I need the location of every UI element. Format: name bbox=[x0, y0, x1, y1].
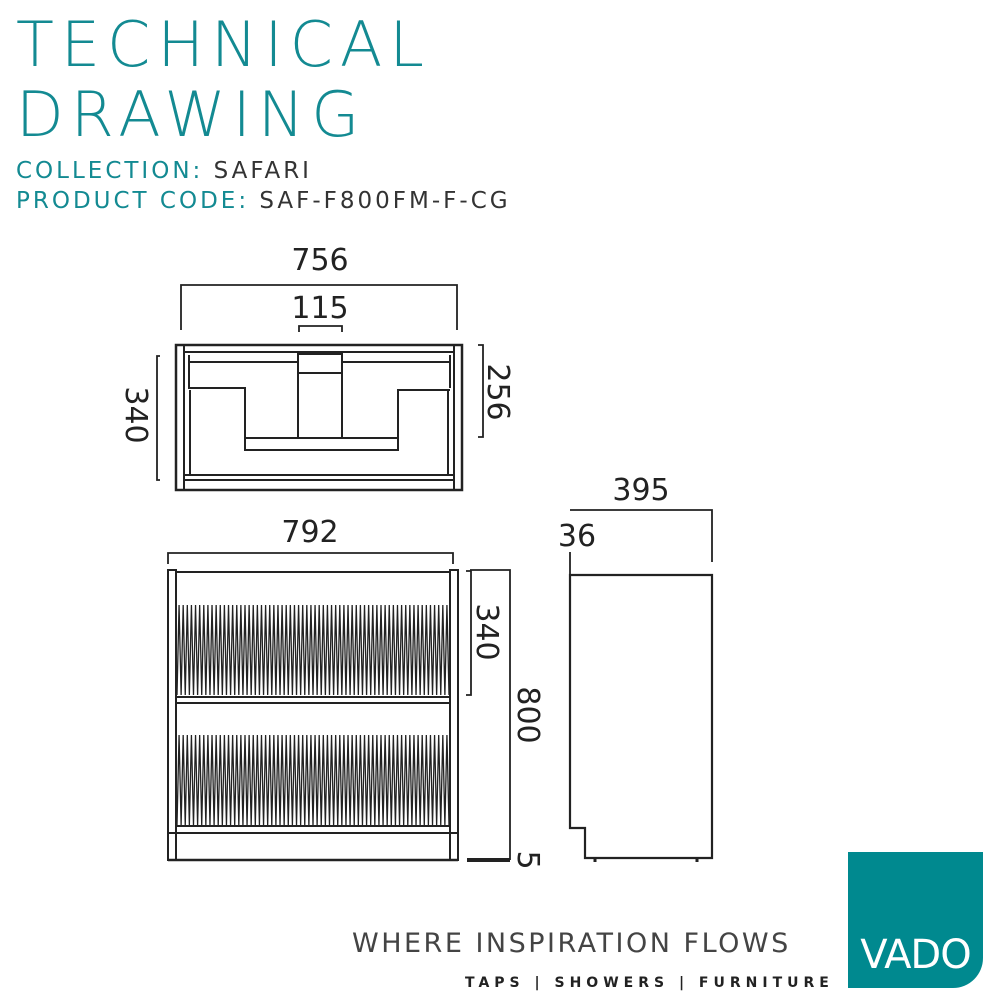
tagline: WHERE INSPIRATION FLOWS bbox=[352, 928, 791, 959]
dim-front-drawer-height: 340 bbox=[469, 603, 504, 660]
fluted-drawer-bottom bbox=[176, 734, 450, 826]
product-code-value: SAF-F800FM-F-CG bbox=[259, 188, 511, 214]
collection-line: COLLECTION: SAFARI bbox=[16, 160, 312, 183]
title-line-1: TECHNICAL bbox=[16, 8, 431, 81]
dim-front-width: 792 bbox=[281, 515, 338, 550]
collection-value: SAFARI bbox=[213, 158, 312, 184]
dim-top-basin-depth: 256 bbox=[480, 363, 515, 420]
subline: TAPS | SHOWERS | FURNITURE bbox=[465, 975, 834, 991]
logo-text: VADO bbox=[860, 932, 971, 978]
product-code-line: PRODUCT CODE: SAF-F800FM-F-CG bbox=[16, 190, 511, 213]
top-view bbox=[156, 284, 484, 492]
dim-front-height: 800 bbox=[510, 686, 545, 743]
vado-logo: VADO bbox=[848, 852, 983, 988]
dim-side-depth: 395 bbox=[612, 473, 669, 508]
dim-top-basin: 115 bbox=[291, 291, 348, 326]
product-code-label: PRODUCT CODE: bbox=[16, 188, 250, 214]
title-line-2: DRAWING bbox=[16, 78, 367, 151]
dim-top-width: 756 bbox=[291, 243, 348, 278]
dim-side-top: 36 bbox=[558, 519, 596, 554]
dim-front-foot: 5 bbox=[510, 850, 545, 869]
side-view bbox=[568, 509, 714, 862]
dim-top-depth: 340 bbox=[118, 386, 153, 443]
front-view bbox=[167, 552, 511, 862]
fluted-drawer-top bbox=[176, 604, 450, 696]
collection-label: COLLECTION: bbox=[16, 158, 204, 184]
